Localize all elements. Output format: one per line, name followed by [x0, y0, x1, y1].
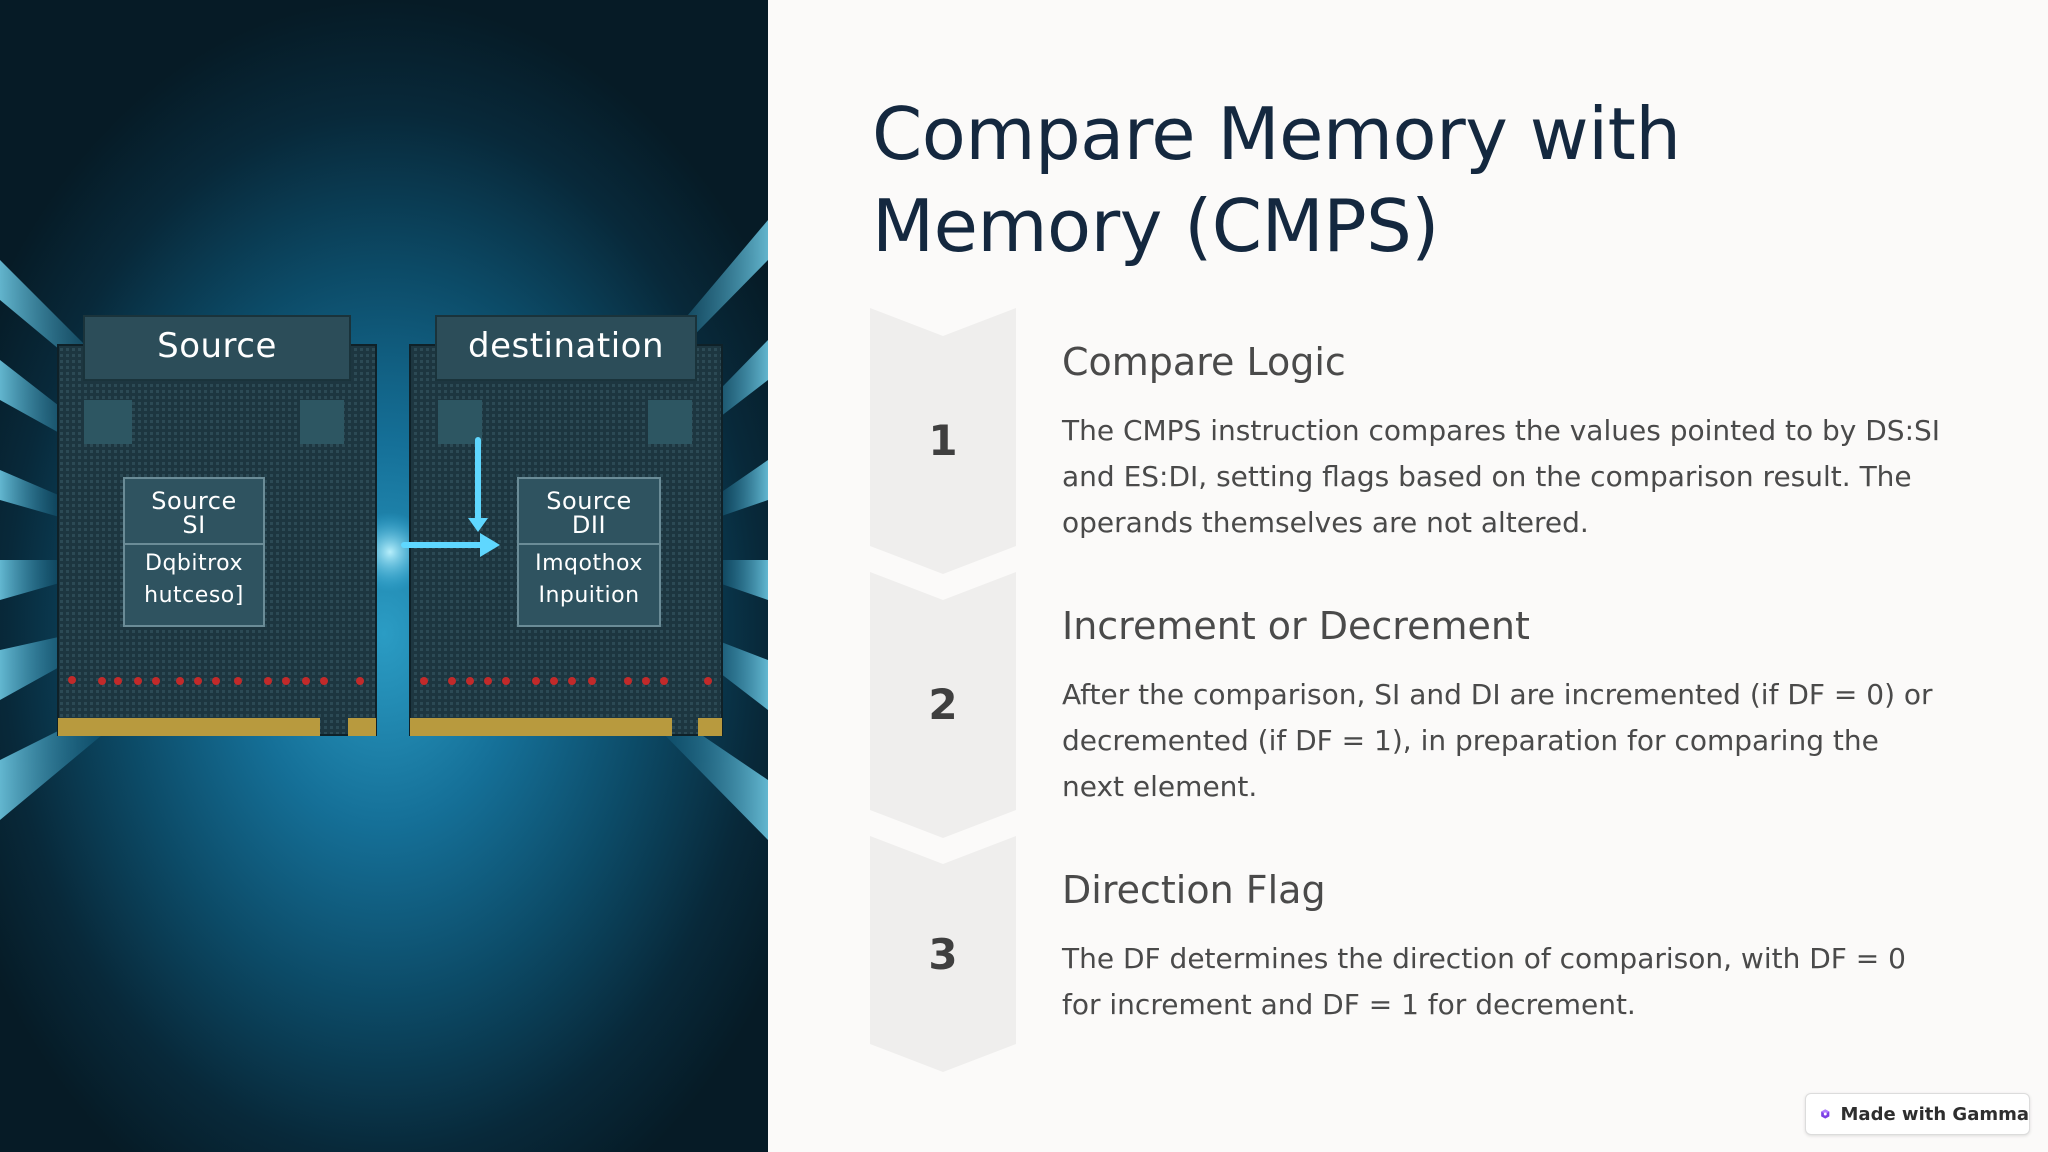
step-number: 3: [928, 930, 958, 979]
destination-memory-chip: [409, 315, 723, 736]
badge-label: Made with Gamma: [1840, 1103, 2029, 1125]
memory-chips-graphic: [0, 220, 768, 840]
destination-inner-label-1: Source: [546, 487, 632, 515]
destination-inner-label-4: Inpuition: [538, 583, 640, 608]
step-number: 1: [928, 416, 958, 465]
step-body: After the comparison, SI and DI are incr…: [1062, 678, 1933, 803]
step-number: 2: [928, 680, 958, 729]
memory-illustration: Source destination Source SI Dqbitrox hu…: [0, 0, 768, 1152]
source-memory-chip: [57, 315, 377, 736]
source-inner-label-4: hutceso]: [144, 583, 244, 608]
source-inner-label-2: SI: [182, 511, 206, 539]
step-body: The CMPS instruction compares the values…: [1062, 414, 1941, 539]
step-item-2: 2 Increment or Decrement After the compa…: [870, 572, 1970, 838]
destination-chip-label: destination: [467, 326, 664, 366]
slide-content: Compare Memory with Memory (CMPS) 1 Comp…: [768, 0, 2048, 1152]
step-item-1: 1 Compare Logic The CMPS instruction com…: [870, 308, 1970, 574]
slide-title: Compare Memory with Memory (CMPS): [872, 92, 1681, 268]
step-heading: Increment or Decrement: [1062, 604, 1530, 648]
destination-inner-label-2: DII: [571, 511, 607, 539]
destination-inner-label-3: Imqothox: [535, 551, 643, 576]
step-body: The DF determines the direction of compa…: [1062, 942, 1906, 1021]
step-item-3: 3 Direction Flag The DF determines the d…: [870, 836, 1970, 1072]
chevron-shape: [870, 308, 1016, 574]
made-with-gamma-badge[interactable]: Made with Gamma: [1805, 1093, 2030, 1135]
source-chip-label: Source: [157, 326, 277, 366]
step-heading: Direction Flag: [1062, 868, 1326, 912]
step-heading: Compare Logic: [1062, 340, 1346, 384]
chevron-shape: [870, 836, 1016, 1072]
gamma-logo-icon: [1821, 1109, 1830, 1119]
source-inner-label-3: Dqbitrox: [145, 551, 243, 576]
chevron-shape: [870, 572, 1016, 838]
transfer-arrow: [401, 437, 485, 548]
source-inner-label-1: Source: [151, 487, 237, 515]
